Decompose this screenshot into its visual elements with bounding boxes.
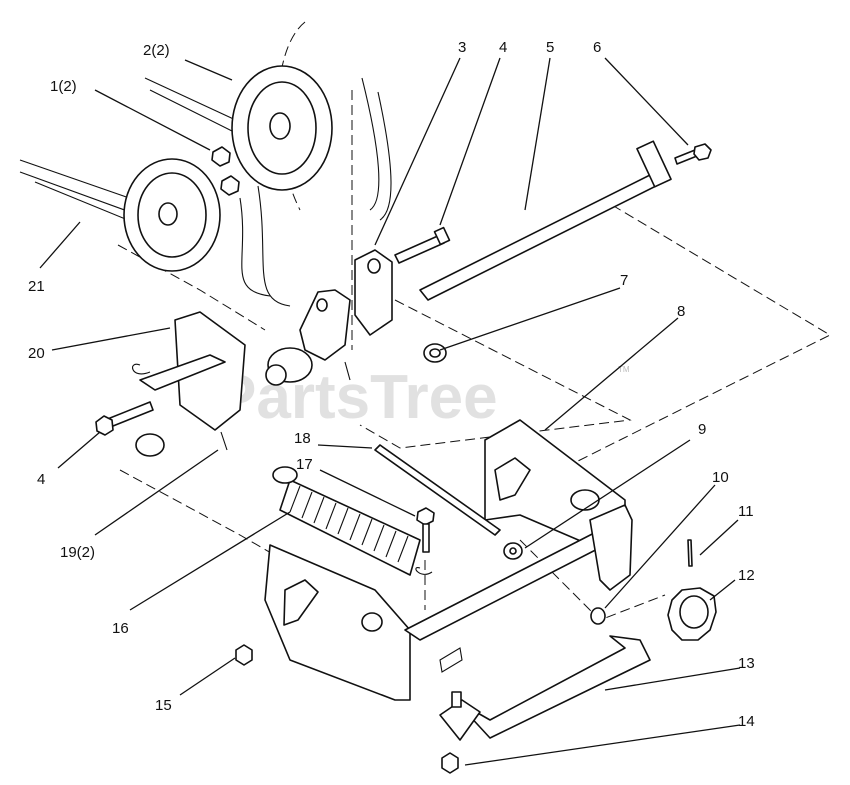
height-adjust-knob <box>667 587 717 641</box>
extension-spring <box>272 466 421 576</box>
lift-link <box>439 635 651 741</box>
spacer-icon <box>423 343 447 363</box>
callout-14: 14 <box>738 713 755 730</box>
callout-18: 18 <box>294 430 311 447</box>
deck-bracket-plate <box>484 419 626 561</box>
idler-pulley-upper <box>231 65 333 191</box>
lock-nut-icon <box>441 752 459 774</box>
flange-nut-icon <box>235 644 253 666</box>
callout-5: 5 <box>546 39 554 56</box>
small-washer-icon <box>590 607 606 625</box>
lift-rod <box>374 444 501 536</box>
watermark: PartsTree <box>215 363 498 432</box>
bolt-upper-icon <box>394 226 451 264</box>
callout-11: 11 <box>738 503 754 520</box>
mounting-bracket <box>354 249 393 336</box>
drive-belt <box>19 77 392 307</box>
callouts: 1(2) 2(2) 3 4 5 6 7 8 9 10 11 12 13 14 1… <box>28 39 755 730</box>
callout-19: 19(2) <box>60 544 95 561</box>
idler-arm <box>265 289 351 386</box>
callout-17: 17 <box>296 456 313 473</box>
callout-8: 8 <box>677 303 685 320</box>
cotter-pin-icon <box>220 361 351 451</box>
callout-16: 16 <box>112 620 129 637</box>
callout-4-lower: 4 <box>37 471 45 488</box>
callout-15: 15 <box>155 697 172 714</box>
callout-7: 7 <box>620 272 628 289</box>
bolt-lower-icon <box>95 401 154 436</box>
callout-2: 2(2) <box>143 42 170 59</box>
hex-nut-icon <box>211 146 240 196</box>
assembly-guide-lines <box>117 21 832 621</box>
idler-pulley-lower <box>123 158 221 272</box>
idler-bracket <box>132 311 246 457</box>
roll-pin-icon <box>687 539 693 567</box>
callout-13: 13 <box>738 655 755 672</box>
callout-10: 10 <box>712 469 729 486</box>
callout-3: 3 <box>458 39 466 56</box>
pivot-shaft <box>419 140 672 301</box>
callout-20: 20 <box>28 345 45 362</box>
bolt-icon <box>674 143 712 165</box>
callout-12: 12 <box>738 567 755 584</box>
callout-9: 9 <box>698 421 706 438</box>
washer-icon <box>503 542 523 560</box>
lift-bracket-frame <box>264 504 633 701</box>
callout-21: 21 <box>28 278 45 295</box>
watermark-trademark: TM <box>618 365 630 374</box>
spring-bolt-icon <box>415 507 435 575</box>
callout-4-upper: 4 <box>499 39 507 56</box>
callout-6: 6 <box>593 39 601 56</box>
leader-lines <box>39 57 741 766</box>
callout-1: 1(2) <box>50 78 77 95</box>
